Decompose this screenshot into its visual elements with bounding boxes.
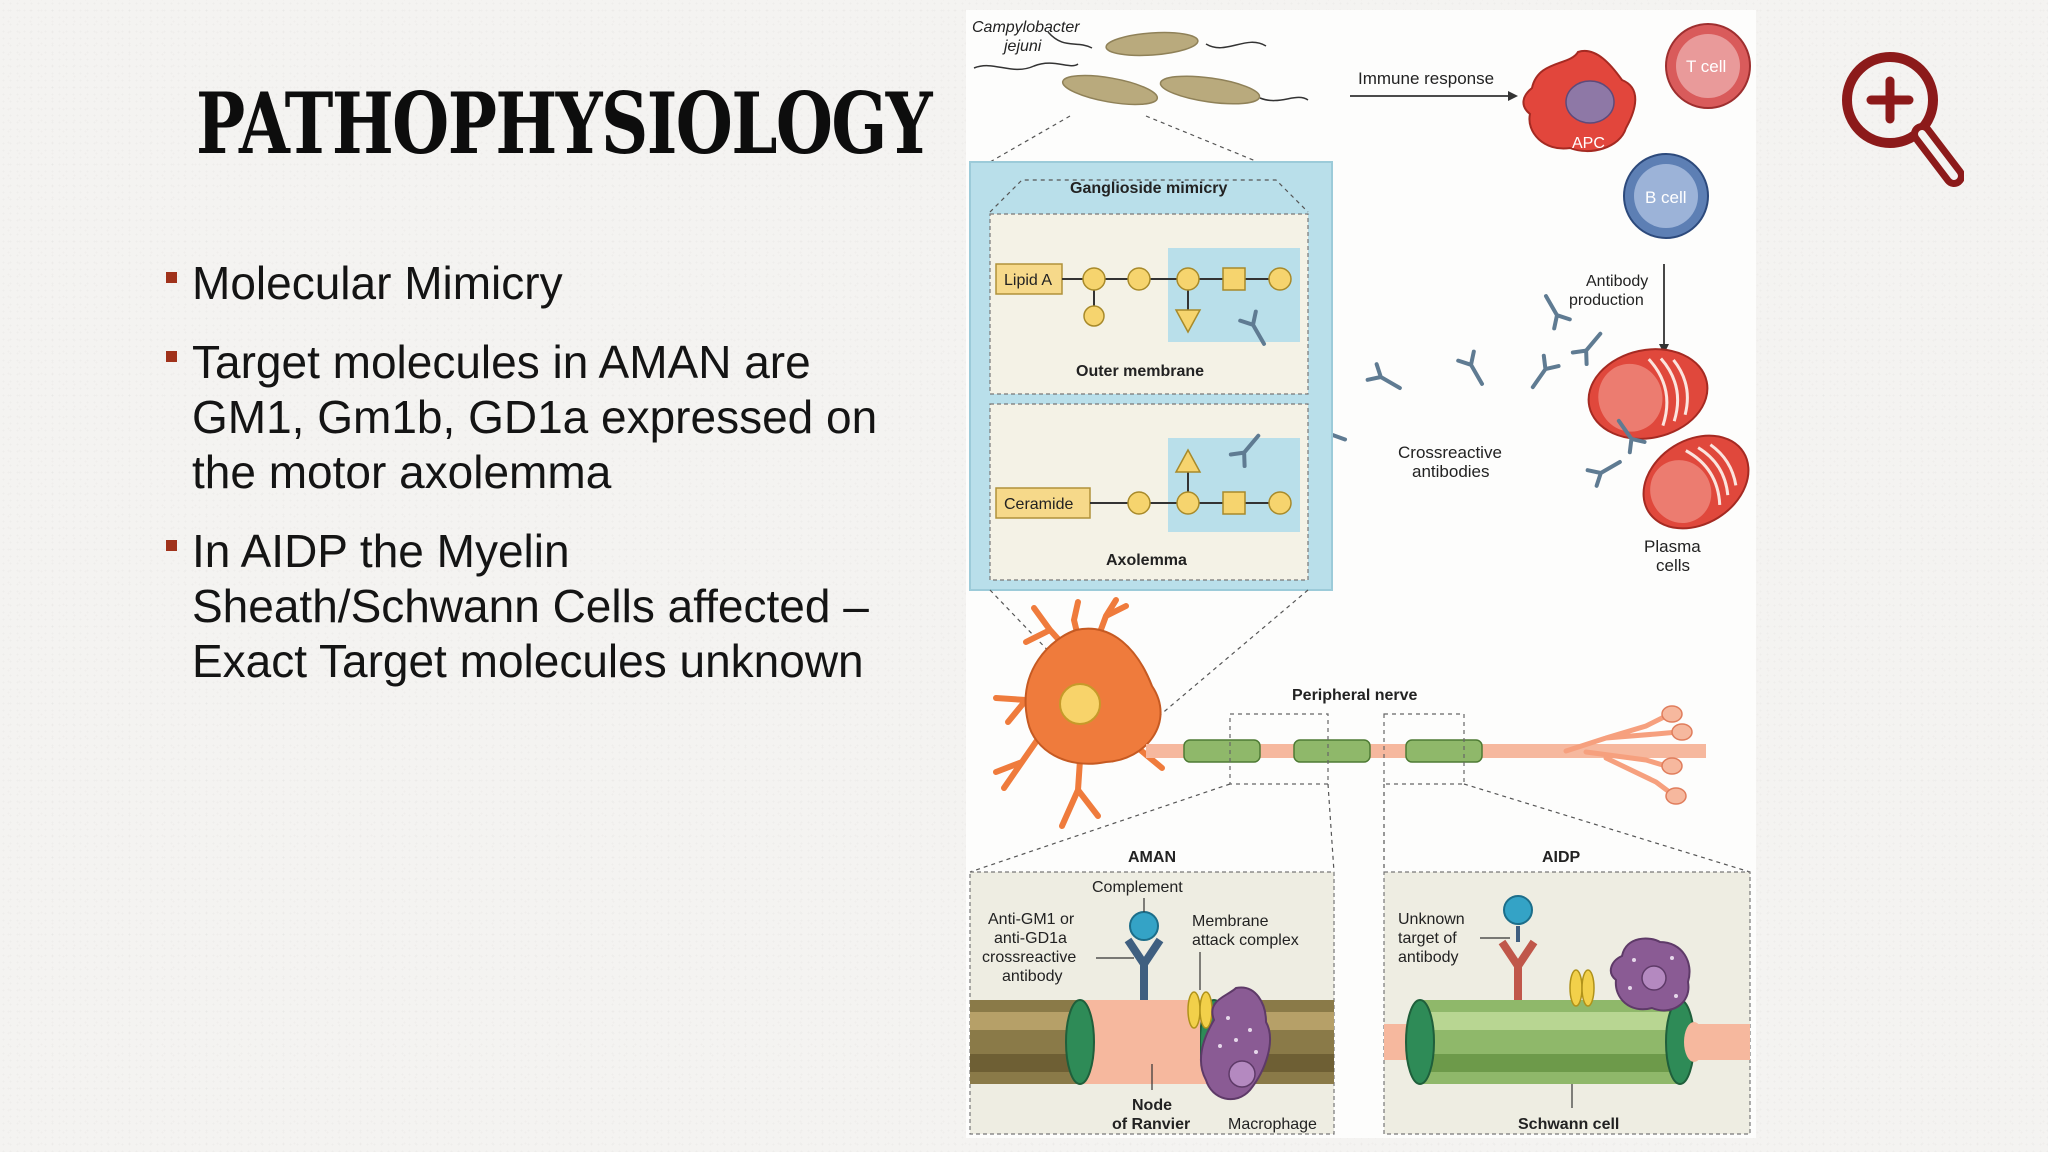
bacterium-label: Campylobacter	[972, 19, 1080, 36]
apc-cell	[1522, 49, 1637, 153]
plasma-cells-label: Plasma	[1644, 537, 1701, 556]
outer-membrane-glycan	[1062, 267, 1292, 351]
crossreactive-label-2: antibodies	[1412, 462, 1490, 481]
antibody-production-label: Antibody	[1586, 273, 1648, 290]
bullet-item: Molecular Mimicry	[162, 256, 892, 311]
ceramide-label: Ceramide	[1004, 496, 1073, 513]
anti-gm1-label-2: anti-GD1a	[994, 930, 1067, 947]
t-cell	[1665, 23, 1751, 109]
bullet-list: Molecular Mimicry Target molecules in AM…	[162, 256, 892, 713]
macrophage-label: Macrophage	[1228, 1116, 1317, 1133]
mac-label: Membrane	[1192, 913, 1269, 930]
axolemma-label: Axolemma	[1106, 552, 1187, 569]
anti-gm1-label-3: crossreactive	[982, 949, 1076, 966]
antibody-production-label-2: production	[1569, 292, 1644, 309]
outer-membrane-label: Outer membrane	[1076, 363, 1204, 380]
aman-label: AMAN	[1128, 849, 1176, 866]
membrane-attack-complex	[1187, 991, 1213, 1029]
bullet-item: Target molecules in AMAN are GM1, Gm1b, …	[162, 335, 892, 500]
apc-label: APC	[1572, 135, 1605, 152]
complement-label: Complement	[1092, 879, 1183, 896]
immune-response-label: Immune response	[1358, 69, 1494, 88]
t-cell-label: T cell	[1686, 57, 1726, 76]
node-of-ranvier-label: Node	[1132, 1097, 1172, 1114]
unknown-target-label-3: antibody	[1398, 949, 1459, 966]
neuron	[993, 597, 1706, 829]
b-cell-label: B cell	[1645, 188, 1687, 207]
unknown-target-label-2: target of	[1398, 930, 1457, 947]
macrophage	[1199, 986, 1271, 1100]
aidp-label: AIDP	[1542, 849, 1581, 866]
complement-antibody	[1124, 911, 1164, 1000]
plasma-cells-label-2: cells	[1656, 556, 1690, 575]
mac-label-2: attack complex	[1192, 932, 1299, 949]
slide-title: PATHOPHYSIOLOGY	[196, 74, 933, 173]
axolemma-glycan	[1090, 427, 1292, 515]
peripheral-nerve-label: Peripheral nerve	[1292, 687, 1418, 704]
unknown-target-antibody	[1498, 895, 1595, 1007]
pathophysiology-figure: Campylobacter jejuni Immune response APC…	[966, 10, 1756, 1138]
lipid-a-label: Lipid A	[1004, 272, 1052, 289]
schwann-cell-label: Schwann cell	[1518, 1116, 1619, 1133]
bacterium-label-2: jejuni	[1002, 38, 1042, 55]
node-of-ranvier-label-2: of Ranvier	[1112, 1116, 1190, 1133]
aidp-axon	[1384, 999, 1750, 1085]
ganglioside-mimicry-label: Ganglioside mimicry	[1070, 180, 1227, 197]
zoom-in-icon[interactable]	[1838, 48, 1965, 194]
unknown-target-label: Unknown	[1398, 911, 1465, 928]
anti-gm1-label-4: antibody	[1002, 968, 1063, 985]
plasma-cells	[1587, 348, 1750, 530]
anti-gm1-label: Anti-GM1 or	[988, 911, 1075, 928]
bullet-item: In AIDP the Myelin Sheath/Schwann Cells …	[162, 524, 892, 689]
aidp-macrophage	[1609, 937, 1691, 1012]
campylobacter-bacteria	[973, 31, 1309, 106]
b-cell	[1623, 153, 1709, 239]
crossreactive-label: Crossreactive	[1398, 443, 1502, 462]
